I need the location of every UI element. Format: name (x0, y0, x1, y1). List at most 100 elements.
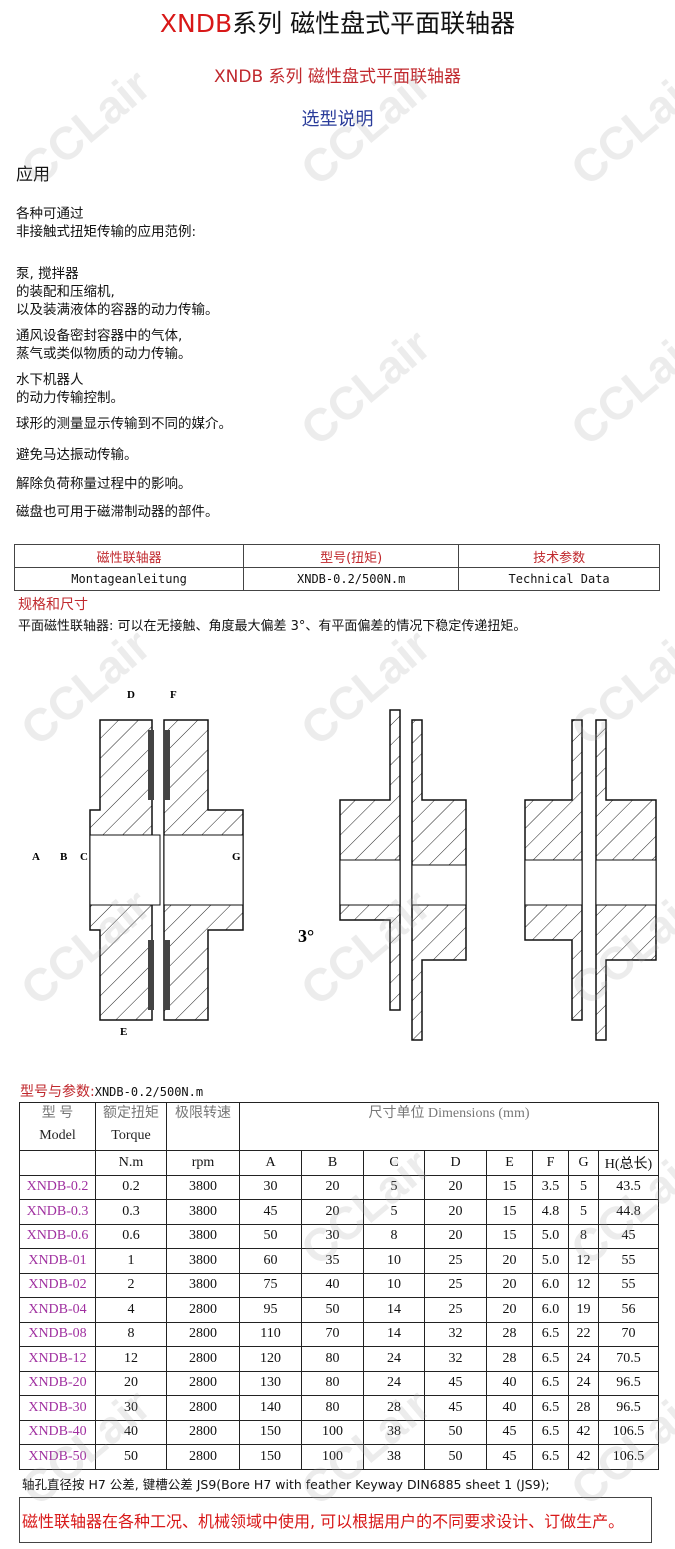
params-title: 型号与参数:XNDB-0.2/500N.m (20, 1084, 204, 1100)
unit-header: A (239, 1150, 302, 1176)
unit-header (19, 1150, 96, 1176)
value-cell: 10 (363, 1272, 425, 1298)
header-speed: 极限转速 (166, 1102, 240, 1151)
angle-label: 3° (298, 926, 314, 946)
value-cell: 3800 (166, 1199, 240, 1225)
value-cell: 44.8 (598, 1199, 659, 1225)
value-cell: 20 (424, 1223, 487, 1249)
model-cell: XNDB-01 (19, 1248, 96, 1274)
value-cell: 20 (301, 1199, 364, 1225)
value-cell: 20 (95, 1370, 167, 1396)
unit-header: C (363, 1150, 425, 1176)
value-cell: 5.0 (532, 1223, 569, 1249)
page-title: XNDB系列 磁性盘式平面联轴器 (159, 9, 516, 38)
value-cell: 5 (568, 1199, 599, 1225)
app-line: 的动力传输控制。 (16, 390, 124, 406)
value-cell: 15 (486, 1199, 533, 1225)
app-line: 通风设备密封容器中的气体, (16, 328, 183, 344)
value-cell: 8 (568, 1223, 599, 1249)
value-cell: 14 (363, 1297, 425, 1323)
value-cell: 5 (568, 1174, 599, 1200)
tolerance-note: 轴孔直径按 H7 公差, 键槽公差 JS9(Bore H7 with feath… (22, 1477, 550, 1492)
model-cell: XNDB-12 (19, 1346, 96, 1372)
value-cell: 12 (568, 1272, 599, 1298)
value-cell: 55 (598, 1272, 659, 1298)
value-cell: 120 (239, 1346, 302, 1372)
value-cell: 8 (95, 1321, 167, 1347)
unit-header: G (568, 1150, 599, 1176)
value-cell: 2800 (166, 1297, 240, 1323)
value-cell: 1 (95, 1248, 167, 1274)
unit-header: rpm (166, 1150, 240, 1176)
watermark: CCLair (560, 318, 675, 456)
value-cell: 96.5 (598, 1370, 659, 1396)
value-cell: 20 (424, 1199, 487, 1225)
value-cell: 50 (424, 1444, 487, 1470)
value-cell: 80 (301, 1370, 364, 1396)
unit-header: E (486, 1150, 533, 1176)
value-cell: 42 (568, 1444, 599, 1470)
model-cell: XNDB-40 (19, 1419, 96, 1445)
app-line: 球形的测量显示传输到不同的媒介。 (16, 416, 232, 432)
header-dimensions: 尺寸单位 Dimensions (mm) (239, 1102, 659, 1151)
value-cell: 96.5 (598, 1395, 659, 1421)
unit-header: B (301, 1150, 364, 1176)
value-cell: 20 (424, 1174, 487, 1200)
value-cell: 106.5 (598, 1419, 659, 1445)
value-cell: 40 (301, 1272, 364, 1298)
value-cell: 100 (301, 1419, 364, 1445)
info-header: 技术参数 (458, 544, 660, 568)
app-line: 各种可通过 (16, 206, 84, 222)
value-cell: 45 (424, 1395, 487, 1421)
value-cell: 28 (486, 1346, 533, 1372)
value-cell: 5.0 (532, 1248, 569, 1274)
info-header: 型号(扭矩) (243, 544, 460, 568)
selection-heading: 选型说明 (301, 109, 374, 130)
value-cell: 30 (95, 1395, 167, 1421)
value-cell: 40 (486, 1370, 533, 1396)
value-cell: 25 (424, 1248, 487, 1274)
value-cell: 0.2 (95, 1174, 167, 1200)
app-line: 蒸气或类似物质的动力传输。 (16, 346, 192, 362)
model-cell: XNDB-20 (19, 1370, 96, 1396)
app-line: 以及装满液体的容器的动力传输。 (16, 302, 219, 318)
value-cell: 45 (424, 1370, 487, 1396)
value-cell: 28 (363, 1395, 425, 1421)
app-line: 避免马达振动传输。 (16, 447, 138, 463)
value-cell: 70 (598, 1321, 659, 1347)
value-cell: 130 (239, 1370, 302, 1396)
value-cell: 45 (486, 1419, 533, 1445)
dim-label: F (170, 689, 177, 701)
value-cell: 106.5 (598, 1444, 659, 1470)
app-line: 泵, 搅拌器 (16, 266, 79, 282)
dim-label: B (60, 851, 68, 863)
value-cell: 24 (363, 1370, 425, 1396)
value-cell: 45 (486, 1444, 533, 1470)
app-line: 非接触式扭矩传输的应用范例: (16, 224, 197, 240)
value-cell: 5 (363, 1199, 425, 1225)
value-cell: 30 (239, 1174, 302, 1200)
info-header: 磁性联轴器 (13, 544, 245, 568)
model-cell: XNDB-30 (19, 1395, 96, 1421)
value-cell: 50 (301, 1297, 364, 1323)
value-cell: 38 (363, 1419, 425, 1445)
value-cell: 20 (486, 1272, 533, 1298)
spec-heading: 规格和尺寸 (18, 597, 88, 613)
value-cell: 70.5 (598, 1346, 659, 1372)
value-cell: 6.5 (532, 1321, 569, 1347)
value-cell: 50 (424, 1419, 487, 1445)
dim-label: G (232, 851, 241, 863)
value-cell: 140 (239, 1395, 302, 1421)
app-line: 解除负荷称量过程中的影响。 (16, 476, 192, 492)
value-cell: 20 (486, 1248, 533, 1274)
value-cell: 24 (568, 1346, 599, 1372)
unit-header: H(总长) (598, 1150, 659, 1176)
value-cell: 0.6 (95, 1223, 167, 1249)
